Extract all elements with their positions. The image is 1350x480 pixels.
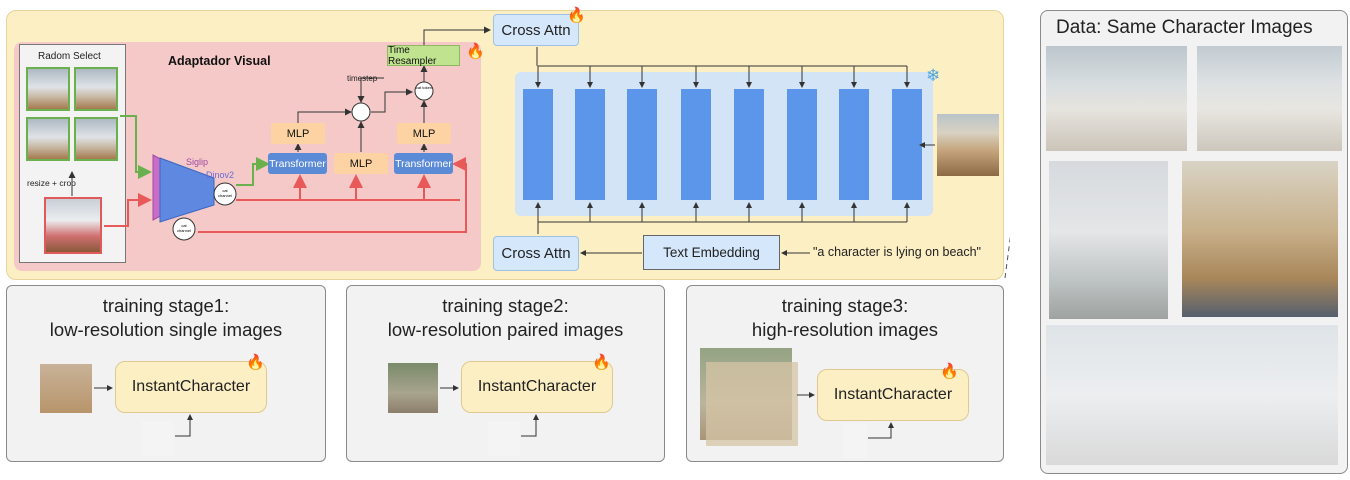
data-panel-title: Data: Same Character Images [1056,17,1313,38]
stage1-title-line1: training stage1: [102,295,230,316]
stage2-input-image [388,363,438,413]
stage3-title-line2: high-resolution images [751,319,939,340]
timestep-label: timestep [347,74,378,83]
snowflake-icon: ❄ [926,66,941,85]
mlp-block-3: MLP [397,123,451,144]
stage3-title-line1: training stage3: [781,295,909,316]
stage3-reference-thumb [843,423,867,458]
transformer-block-2: Transformer [394,153,453,174]
flame-icon: 🔥 [567,7,586,24]
stage2-reference-thumb [488,421,520,456]
stage2-model: InstantCharacter [461,361,613,413]
transformer-block-1: Transformer [268,153,327,174]
adapter-title: Adaptador Visual [168,54,271,68]
unet-block [627,89,657,200]
candidate-image-2 [74,67,118,111]
flame-icon: 🔥 [466,43,485,60]
cross-attn-bottom: Cross Attn [493,236,579,271]
text-embedding-block: Text Embedding [643,235,780,270]
stage2-title-line2: low-resolution paired images [387,319,624,340]
unet-block [892,89,922,200]
data-image-3 [1049,161,1168,319]
data-image-1 [1046,46,1187,151]
latent-image [937,114,999,176]
cat-token-node: cat token [415,85,433,90]
stage3-input-image-overlay [706,362,798,446]
unet-block [575,89,605,200]
unet-block [787,89,817,200]
candidate-image-4 [74,117,118,161]
unet-block [839,89,869,200]
candidate-image-3 [26,117,70,161]
stage-arrows [94,385,894,439]
siglip-label: Siglip [186,157,209,167]
flame-icon: 🔥 [592,354,611,371]
stage1-title-line2: low-resolution single images [49,319,283,340]
adapter-connections [68,26,491,241]
data-image-4 [1182,161,1338,317]
mlp-block-1: MLP [271,123,325,144]
stage3-model: InstantCharacter [817,369,969,421]
cross-attn-top: Cross Attn [493,14,579,46]
random-select-label: Radom Select [38,51,101,62]
dinov2-label: Dinov2 [206,170,235,180]
stage1-model: InstantCharacter [115,361,267,413]
data-image-5 [1046,325,1338,465]
unet-connections [535,47,1010,279]
candidate-image-1 [26,67,70,111]
reference-image [44,197,102,254]
unet-block [681,89,711,200]
stage1-input-image [40,364,92,413]
unet-block [734,89,764,200]
stage2-title-line1: training stage2: [442,295,569,316]
resize-crop-label: resize + crop [27,178,76,188]
stage1-reference-thumb [142,421,174,456]
flame-icon: 🔥 [940,363,959,380]
flame-icon: 🔥 [246,354,265,371]
time-resampler-block: Time Resampler [387,45,460,67]
cat-channel-node-2: cat channel [176,223,191,233]
prompt-text: "a character is lying on beach" [813,245,981,259]
mlp-block-2: MLP [334,153,388,174]
data-image-2 [1197,46,1342,151]
cat-channel-node-1: cat channel [217,188,232,198]
unet-block [523,89,553,200]
